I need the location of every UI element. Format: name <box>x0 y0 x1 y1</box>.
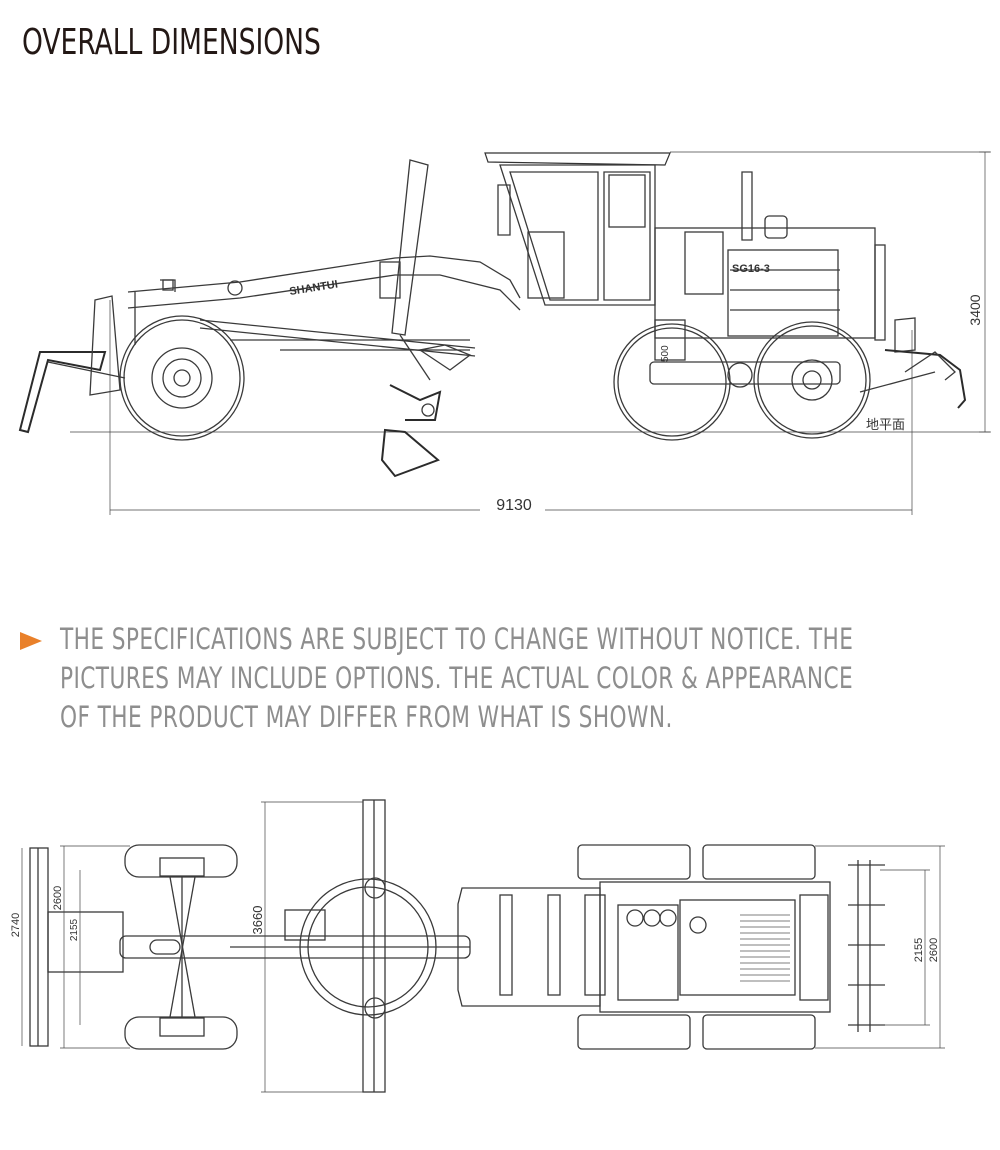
front-axle <box>159 857 205 1037</box>
rear-wheel-front <box>613 323 731 441</box>
front-track-inner-label: 2155 <box>69 918 80 941</box>
engine-top <box>599 881 831 1013</box>
rear-wheel-rear-left <box>702 844 816 880</box>
moldboard-length-label: 3660 <box>250 906 265 935</box>
rear-ripper-top <box>848 860 885 1032</box>
play-arrow-icon <box>20 632 42 650</box>
lift-cylinder <box>379 159 429 336</box>
rear-wheel-front-right <box>577 1014 691 1050</box>
tandem-drive <box>649 361 841 388</box>
model-label: SG16-3 <box>732 263 770 275</box>
side-view-drawing: 3400 9130 地平面 SHANTUI <box>18 151 991 515</box>
grader-moldboard <box>380 334 472 478</box>
front-blade-top <box>29 847 124 1047</box>
page-title: OVERALL DIMENSIONS <box>22 22 321 63</box>
engine-compartment <box>654 171 876 361</box>
front-wheel-left <box>124 844 238 878</box>
front-track-outer-label: 2600 <box>52 886 64 910</box>
disclaimer-line: OF THE PRODUCT MAY DIFFER FROM WHAT IS S… <box>60 700 673 734</box>
moldboard-top <box>284 799 437 1093</box>
rear-wheel-rear <box>753 321 871 439</box>
disclaimer-line: THE SPECIFICATIONS ARE SUBJECT TO CHANGE… <box>60 622 854 656</box>
blade-width-label: 2740 <box>10 913 22 937</box>
main-frame <box>127 255 521 357</box>
rear-frame <box>457 887 606 1007</box>
rear-track-inner-label: 2155 <box>913 938 925 962</box>
height-label: 3400 <box>967 294 983 325</box>
front-push-blade <box>18 295 126 434</box>
ground-label: 地平面 <box>866 417 905 432</box>
cab <box>484 152 671 306</box>
top-view-drawing: 2740 2600 2155 3660 <box>10 799 945 1093</box>
length-label: 9130 <box>496 497 532 514</box>
drawbar-frame <box>119 935 471 959</box>
clearance-label: 500 <box>660 345 671 362</box>
rear-track-outer-label: 2600 <box>928 938 940 962</box>
brand-label: SHANTUI <box>289 278 339 298</box>
disclaimer-line: PICTURES MAY INCLUDE OPTIONS. THE ACTUAL… <box>60 661 854 695</box>
rear-wheel-front-left <box>577 844 691 880</box>
rear-ripper <box>859 244 967 409</box>
front-wheel-right <box>124 1016 238 1050</box>
rear-wheel-rear-right <box>702 1014 816 1050</box>
front-wheel <box>119 315 245 441</box>
disclaimer-text: THE SPECIFICATIONS ARE SUBJECT TO CHANGE… <box>60 620 854 737</box>
